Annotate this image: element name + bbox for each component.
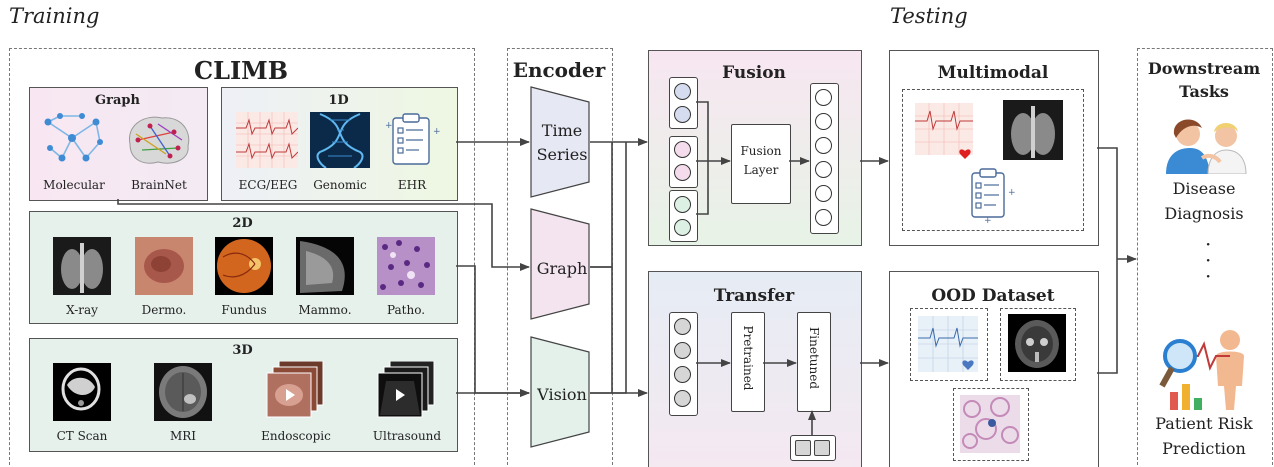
transfer-input-node [674,366,691,383]
testing-output-bracket [1097,147,1118,374]
patient-risk-label-2: Prediction [1162,439,1246,458]
mri-label: MRI [169,429,197,443]
pathology-image [377,237,435,295]
graph-encoder-label: Graph [536,259,588,278]
xray-label: X-ray [66,303,98,317]
molecular-graph-image [44,113,103,162]
two-d-title: 2D [232,216,253,231]
ultrasound-label: Ultrasound [372,429,442,443]
patho-label: Patho. [386,303,426,317]
disease-diagnosis-illustration [1166,119,1247,174]
ood-ct-sample-box [1000,308,1076,381]
testing-label: Testing [890,4,968,28]
climb-title: CLIMB [193,56,289,85]
svg-text:+: + [433,127,441,137]
encoder-title: Encoder [512,58,606,82]
multimodal-xray-image [1003,100,1063,160]
ct-scan-image [53,363,111,421]
ood-patho-sample-box [953,388,1029,461]
fusion-layer-box [731,124,791,204]
svg-text:+: + [984,216,992,223]
fusion-output-node [815,185,832,202]
ood-title: OOD Dataset [931,286,1055,306]
disease-diagnosis-label-2: Diagnosis [1164,204,1244,223]
patient-risk-illustration [1159,330,1244,410]
transfer-title: Transfer [713,286,795,306]
mammography-image [296,237,354,295]
ood-ecg-image [918,316,978,372]
fundus-image [215,237,273,295]
multimodal-ehr-clipboard-icon: ++ [971,168,1016,223]
multimodal-sample-box [902,89,1084,231]
task-head-unit [814,440,830,456]
dermo-label: Dermo. [141,303,187,317]
brainnet-label: BrainNet [131,178,187,192]
ood-ecg-sample-box [910,308,988,381]
transfer-input-node [674,318,691,335]
fusion-title: Fusion [722,63,786,83]
ehr-label: EHR [397,178,427,192]
fusion-input-node [674,164,691,181]
svg-text:+: + [1008,188,1016,198]
endoscopic-image [266,361,324,418]
time-series-encoder-shape [530,86,590,198]
ecg-image [236,112,298,168]
fusion-input-node [674,106,691,123]
ct-scan-label: CT Scan [56,429,108,443]
downstream-container [1137,48,1273,467]
ultrasound-image [377,361,435,418]
one-d-title: 1D [328,93,349,108]
ood-pathology-image [960,395,1020,453]
fusion-output-node [815,161,832,178]
endoscopic-label: Endoscopic [261,429,331,443]
multimodal-ecg-image [915,103,973,159]
graph-title: Graph [95,93,140,108]
fusion-output-node [815,137,832,154]
fusion-layer-label-1: Fusion [740,144,782,158]
graph-encoder-shape [530,208,590,320]
training-label: Training [9,4,100,28]
fusion-input-node [674,141,691,158]
finetuned-label: Finetuned [807,326,821,390]
fusion-output-node [815,89,832,106]
vision-encoder-label: Vision [537,385,587,404]
brainnet-image [129,116,190,164]
transfer-input-node [674,342,691,359]
ood-ct-image [1008,314,1066,372]
disease-diagnosis-label-1: Disease [1172,179,1236,198]
svg-text:+: + [385,121,393,131]
three-d-title: 3D [232,343,253,358]
task-head-unit [795,440,811,456]
molecular-label: Molecular [43,178,105,192]
fusion-input-node [674,196,691,213]
mammo-label: Mammo. [298,303,352,317]
downstream-title-2: Tasks [1179,82,1229,101]
fusion-layer-label-2: Layer [743,163,779,177]
fusion-output-node [815,209,832,226]
ellipsis-dots: ··· [1205,232,1212,288]
ehr-clipboard-icon: ++ [385,113,441,165]
downstream-title-1: Downstream [1147,59,1261,78]
transfer-input-node [674,390,691,407]
time-series-encoder-line1: Time [541,121,583,140]
genomic-image [310,112,370,168]
ecg-eeg-label: ECG/EEG [238,178,298,192]
vision-encoder-shape [530,336,590,448]
mri-image [154,363,212,421]
genomic-label: Genomic [313,178,367,192]
fusion-input-node [674,83,691,100]
pretrained-box [731,312,765,412]
patient-risk-label-1: Patient Risk [1155,414,1253,433]
pretrained-label: Pretrained [741,325,755,391]
fusion-output-node [815,113,832,130]
fundus-label: Fundus [221,303,267,317]
multimodal-title: Multimodal [937,63,1049,83]
fusion-output-vector [810,83,839,234]
time-series-encoder-line2: Series [536,145,588,164]
fusion-input-node [674,219,691,236]
xray-image [53,237,111,295]
finetuned-box [797,312,831,412]
dermoscopy-image [135,237,193,295]
